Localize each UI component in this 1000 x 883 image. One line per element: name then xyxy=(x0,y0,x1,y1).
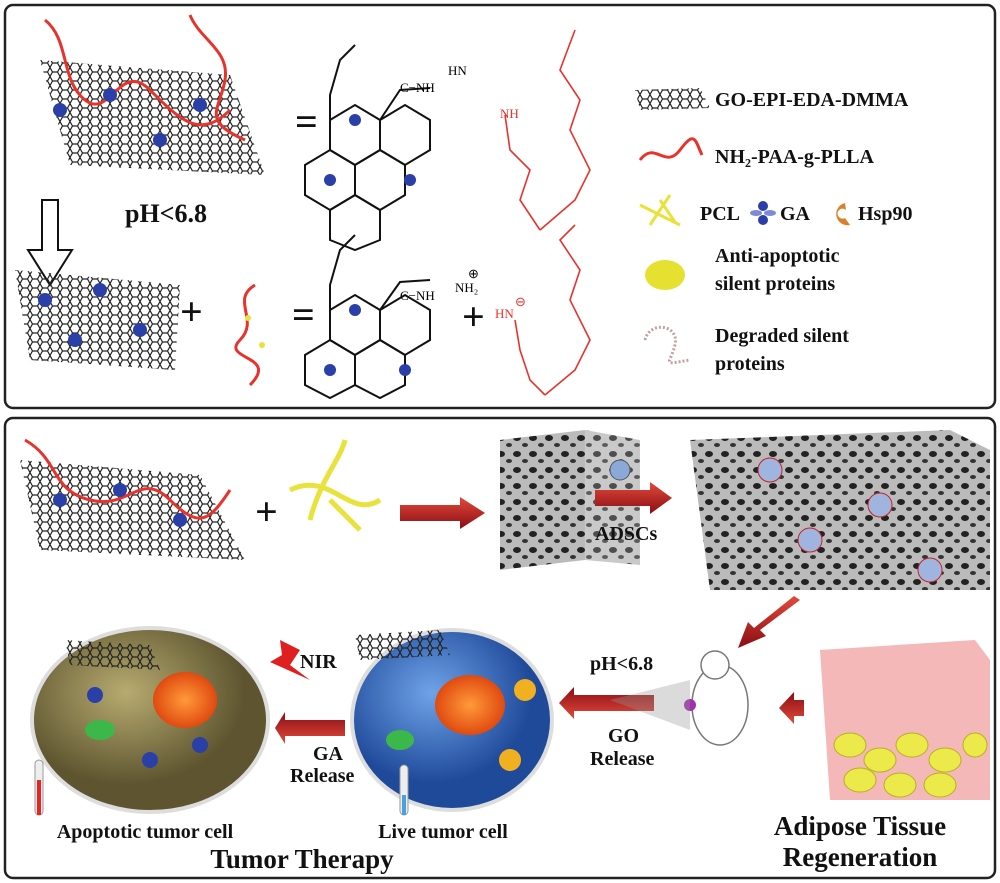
go-structure-1 xyxy=(304,44,431,252)
tumor-therapy-title: Tumor Therapy xyxy=(210,844,394,874)
adipose-title-line1: Adipose Tissue xyxy=(774,811,946,841)
adscs-label: ADSCs xyxy=(595,523,657,545)
live-cell-label: Live tumor cell xyxy=(378,821,508,843)
go-release-line2: Release xyxy=(590,748,655,770)
legend-anti-1: Anti-apoptotic xyxy=(715,245,840,267)
legend-anti-2: silent proteins xyxy=(715,273,835,295)
go-structure-2 xyxy=(304,234,431,400)
chem-plus-charge: ⊕ xyxy=(468,266,479,281)
plus-sign: + xyxy=(180,289,203,334)
thermometer-hot-level xyxy=(37,780,41,815)
go-sheet-released xyxy=(15,270,180,370)
go-composite-sheet xyxy=(20,438,245,560)
live-tumor-cell xyxy=(350,628,554,812)
hsp90-legend-icon xyxy=(836,203,850,226)
legend-go: GO-EPI-EDA-DMMA xyxy=(715,89,909,111)
adipose-title-line2: Regeneration xyxy=(783,842,937,872)
thermometer-cool-level xyxy=(402,795,406,815)
arrow-seeding xyxy=(595,482,672,514)
chem-minus-charge: ⊖ xyxy=(515,294,526,309)
chem-nh2: NH₂ xyxy=(455,280,478,295)
ph-label-bottom: pH<6.8 xyxy=(590,653,653,675)
chem-nh: NH xyxy=(500,106,519,121)
chem-amide-2: C−NH xyxy=(400,288,435,303)
adsc-cell-icon xyxy=(609,459,631,481)
degraded-protein-icon xyxy=(643,325,691,365)
chem-amide: C−NH xyxy=(400,80,435,95)
polymer-structure-1 xyxy=(504,29,591,231)
arrow-to-mouse xyxy=(738,596,800,648)
arrow-to-tissue xyxy=(779,692,804,724)
legend-hsp90: Hsp90 xyxy=(858,203,912,225)
ga-release-line2: Release xyxy=(290,765,355,787)
top-panel xyxy=(3,3,997,410)
polymer-legend-icon xyxy=(638,137,704,161)
legend-pcl: PCL xyxy=(700,203,740,225)
go-legend-icon xyxy=(635,88,710,110)
go-release-line1: GO xyxy=(608,725,639,747)
arrow-to-scaffold xyxy=(400,497,485,529)
legend-ga: GA xyxy=(780,203,811,225)
arrow-ga-release xyxy=(275,712,345,744)
equals-sign-2: = xyxy=(292,292,315,337)
legend-polymer: NH₂-PAA-g-PLLA xyxy=(715,146,874,168)
legend-degraded-2: proteins xyxy=(715,353,785,375)
ga-legend-icon xyxy=(750,201,776,225)
apoptotic-cell-label: Apoptotic tumor cell xyxy=(57,821,234,843)
pcl-legend-icon xyxy=(639,194,681,227)
adipose-tissue-block xyxy=(820,640,990,800)
anti-apoptotic-protein-icon xyxy=(645,260,685,290)
equals-sign: = xyxy=(295,99,318,144)
ph-label: pH<6.8 xyxy=(125,199,207,228)
go-sheet-with-polymer xyxy=(40,14,265,175)
legend: GO-EPI-EDA-DMMA NH₂-PAA-g-PLLA PCL GA Hs… xyxy=(635,88,912,375)
seeded-scaffold-cube xyxy=(690,430,990,590)
free-polymer-chain xyxy=(234,283,265,387)
mouse-illustration xyxy=(684,650,749,746)
zoom-cone-tumor xyxy=(610,680,690,730)
chem-hn-2: HN xyxy=(495,306,514,321)
ph-arrow xyxy=(26,199,74,287)
pcl-fibers xyxy=(288,439,382,532)
ga-release-line1: GA xyxy=(313,743,344,765)
nir-lightning-icon xyxy=(270,640,310,680)
polymer-structure-2 xyxy=(514,224,591,396)
chem-hn: HN xyxy=(448,63,467,78)
legend-degraded-1: Degraded silent xyxy=(715,325,849,347)
plus-sign-bottom: + xyxy=(255,489,278,534)
nir-label: NIR xyxy=(300,651,337,673)
arrow-go-release xyxy=(559,687,654,719)
plus-sign-2: + xyxy=(462,294,485,339)
apoptotic-tumor-cell xyxy=(30,626,270,814)
